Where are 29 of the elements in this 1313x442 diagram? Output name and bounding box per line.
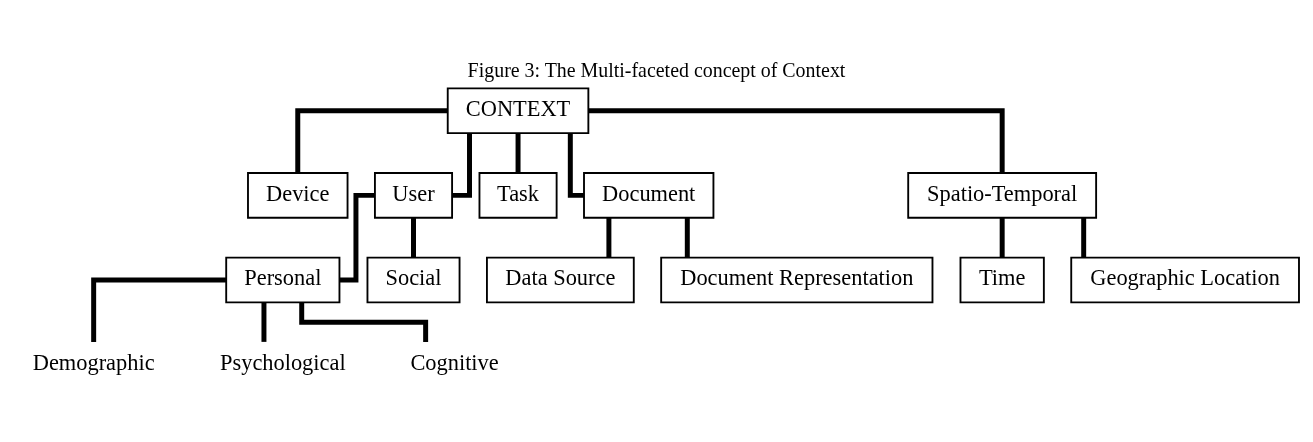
- node-box: Document: [583, 171, 715, 219]
- diagram-title: Figure 3: The Multi-faceted concept of Context: [467, 58, 846, 81]
- connector: [515, 132, 521, 173]
- node-box: Personal: [225, 256, 341, 303]
- node-box: Document Representation: [660, 256, 934, 303]
- connector: [261, 302, 267, 342]
- node-box: Task: [478, 171, 558, 219]
- node-text: Demographic: [32, 349, 155, 375]
- connector: [295, 107, 448, 173]
- node-box: User: [374, 171, 454, 219]
- connector: [339, 192, 375, 282]
- connector: [567, 132, 584, 198]
- node-text: Psychological: [220, 349, 346, 375]
- node-box: CONTEXT: [446, 86, 590, 134]
- node-box: Device: [247, 171, 349, 219]
- connector: [606, 217, 612, 257]
- connector: [588, 107, 1005, 173]
- node-box: Social: [366, 256, 461, 303]
- connector: [452, 132, 472, 198]
- connector: [91, 277, 227, 342]
- node-box: Time: [959, 256, 1045, 303]
- node-text: Cognitive: [410, 349, 499, 375]
- connector: [999, 217, 1005, 257]
- node-box: Spatio-Temporal: [907, 171, 1098, 219]
- node-box: Geographic Location: [1070, 256, 1300, 303]
- connector: [684, 217, 690, 257]
- connector: [1081, 217, 1087, 257]
- connector: [411, 217, 416, 257]
- node-box: Data Source: [486, 256, 635, 303]
